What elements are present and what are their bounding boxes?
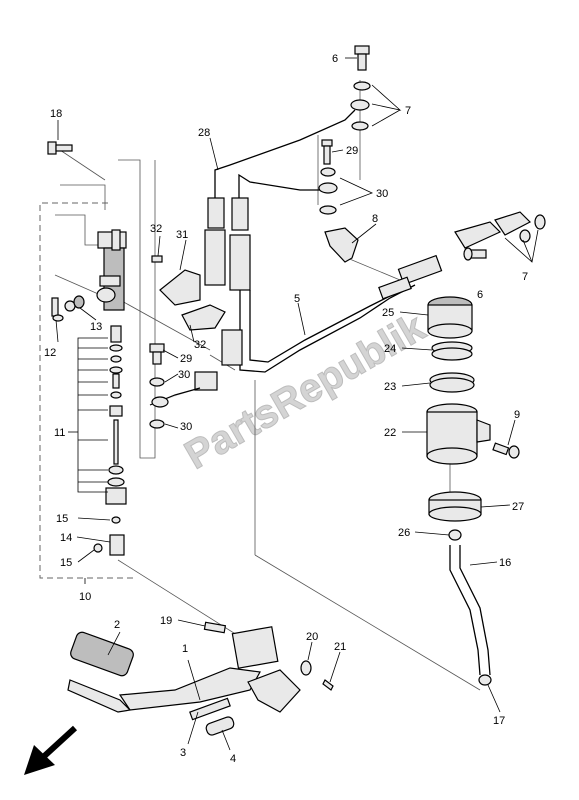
label-30c: 30 (180, 421, 192, 433)
label-11: 11 (54, 427, 65, 439)
label-2: 2 (114, 619, 120, 631)
bracket-8 (324, 227, 359, 263)
washer-20 (300, 660, 312, 676)
piston-kit-11 (105, 325, 127, 524)
label-1: 1 (182, 643, 188, 655)
label-15b: 15 (60, 557, 72, 569)
label-30b: 30 (178, 369, 190, 381)
label-20: 20 (306, 631, 318, 643)
label-18: 18 (50, 108, 62, 120)
washer-30-top-c (319, 205, 337, 215)
label-6a: 6 (332, 53, 338, 65)
label-4: 4 (230, 753, 236, 765)
label-8: 8 (372, 213, 378, 225)
label-23: 23 (384, 381, 396, 393)
label-17: 17 (493, 715, 505, 727)
callout-leaders (55, 57, 539, 751)
washer-30-top-b (318, 182, 338, 194)
hose-end-right (378, 211, 546, 300)
label-27: 27 (512, 501, 524, 513)
callout-labels: 1 2 3 4 5 6 6 7 7 8 9 10 11 12 13 14 15 … (44, 53, 528, 765)
label-10: 10 (79, 591, 91, 603)
label-21: 21 (334, 641, 346, 653)
footrest-rubber-2 (70, 631, 134, 677)
grommet-13 (64, 295, 85, 312)
bleeder-12 (51, 297, 64, 322)
front-direction-arrow (24, 725, 78, 775)
union-bolt-29-top (321, 139, 333, 165)
label-24: 24 (384, 343, 396, 355)
kit-11-ticks (78, 347, 108, 483)
label-13: 13 (90, 321, 102, 333)
label-9: 9 (514, 409, 520, 421)
spring-3 (189, 697, 231, 721)
label-32b: 32 (194, 339, 206, 351)
washer-30-left-b (149, 419, 165, 429)
brake-pedal-1 (67, 626, 301, 713)
reservoir-hose-16 (449, 545, 491, 676)
label-7a: 7 (405, 105, 411, 117)
assembly-box (39, 202, 135, 579)
bolt-18 (47, 141, 73, 155)
boot-27 (428, 491, 482, 522)
label-14: 14 (60, 532, 72, 544)
union-bolt-29-left (149, 343, 165, 365)
diaphragm-24 (431, 341, 473, 361)
reservoir-cap-25 (427, 296, 473, 339)
label-16: 16 (499, 557, 511, 569)
washer-7-top-a (353, 81, 371, 91)
clip-26 (448, 529, 462, 541)
bolt-9 (492, 442, 520, 459)
label-31: 31 (176, 229, 188, 241)
label-32a: 32 (150, 223, 162, 235)
hose-clamp-31 (151, 255, 226, 331)
label-19: 19 (160, 615, 172, 627)
cotter-pin-21 (322, 679, 334, 691)
label-29a: 29 (346, 145, 358, 157)
reservoir-22 (426, 403, 491, 465)
collar-4 (205, 716, 235, 736)
washer-7-top-b (350, 99, 370, 111)
label-5: 5 (294, 293, 300, 305)
master-cylinder (96, 229, 127, 311)
brake-hose-28 (204, 109, 356, 291)
label-6b: 6 (477, 289, 483, 301)
label-26: 26 (398, 527, 410, 539)
kit-11-bracket (77, 337, 108, 493)
label-3: 3 (180, 747, 186, 759)
label-25: 25 (382, 307, 394, 319)
washer-30-left-a (149, 377, 165, 387)
label-7b: 7 (522, 271, 528, 283)
label-28: 28 (198, 127, 210, 139)
label-29b: 29 (180, 353, 192, 365)
pin-19 (203, 621, 227, 634)
label-30a: 30 (376, 188, 388, 200)
label-22: 22 (384, 427, 396, 439)
washer-30-top-a (320, 167, 336, 177)
label-12: 12 (44, 347, 56, 359)
clip-17 (478, 674, 492, 686)
bolt-6-top (354, 45, 370, 71)
bolt-6-right (463, 247, 487, 261)
clevis-14 (93, 534, 125, 556)
washer-7-top-c (351, 121, 369, 131)
label-15a: 15 (56, 513, 68, 525)
brake-hose-5 (149, 284, 416, 408)
plate-23 (429, 372, 475, 393)
